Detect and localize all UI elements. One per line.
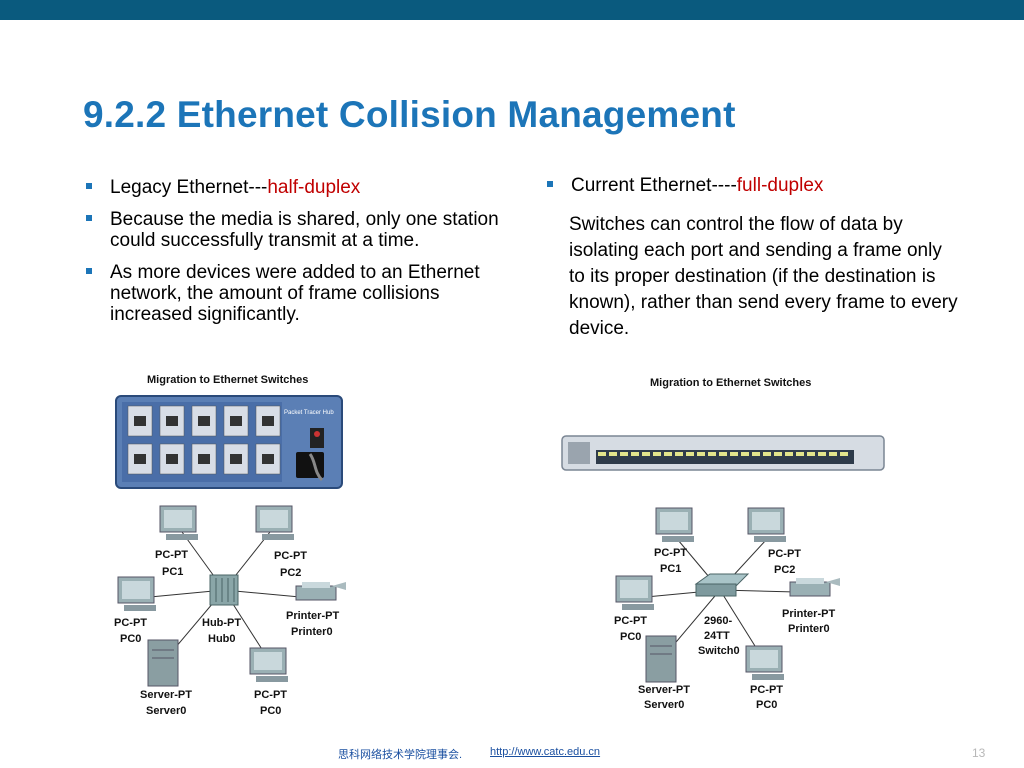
node-name-label: PC0 [620,631,641,643]
node-type-label: PC-PT [768,548,801,560]
bullet-more-devices: As more devices were added to an Etherne… [84,262,514,325]
node-type-label: PC-PT [274,550,307,562]
node-type-label: PC-PT [254,689,287,701]
bullet-square-icon [86,215,92,221]
center-name-label: Hub0 [208,633,236,645]
node-name-label: Printer0 [291,626,333,638]
bullet-current-ethernet: Current Ethernet----full-duplex [545,175,945,196]
node-name-label: Printer0 [788,623,830,635]
node-type-label: Server-PT [140,689,192,701]
footer-link[interactable]: http://www.catc.edu.cn [490,746,601,758]
pc-icon [249,647,288,682]
center-type-label: 2960- [704,615,732,627]
node-name-label: PC2 [280,567,301,579]
switch-topology-figure: PC-PT PC1 PC-PT PC2 PC-PT PC0 Printer-PT… [561,435,885,711]
switch-icon [694,573,750,597]
node-name-label: PC1 [660,563,681,575]
top-bar [0,0,1024,20]
node-type-label: Printer-PT [782,608,835,620]
center-type-label: Hub-PT [202,617,241,629]
center-name-label: Switch0 [698,645,740,657]
node-type-label: Printer-PT [286,610,339,622]
node-type-label: PC-PT [614,615,647,627]
node-type-label: Server-PT [638,684,690,696]
printer-icon [789,578,840,597]
server-icon [147,639,179,687]
pc-icon [117,576,156,611]
hub-device-image: Packet Tracer Hub [115,395,343,489]
node-name-label: Server0 [644,699,684,711]
node-type-label: PC-PT [750,684,783,696]
pc-icon [655,507,694,542]
switch-description: Switches can control the flow of data by… [569,214,958,339]
hub-topology-figure: Packet Tracer Hub PC-PT PC1 PC-PT PC2 [114,395,346,717]
printer-icon [295,582,346,601]
footer-organization: 思科网络技术学院理事会. [338,749,463,761]
switch-device-image [561,435,885,471]
node-type-label: PC-PT [155,549,188,561]
node-name-label: PC0 [120,633,141,645]
center-type-label-2: 24TT [704,630,730,642]
left-bullet-list: Legacy Ethernet---half-duplex Because th… [84,177,514,336]
bullet-shared-media: Because the media is shared, only one st… [84,209,514,251]
bullet-square-icon [86,183,92,189]
page-number: 13 [972,746,986,760]
node-type-label: PC-PT [654,547,687,559]
bullet-legacy-ethernet: Legacy Ethernet---half-duplex [84,177,514,198]
hub-device-label: Packet Tracer Hub [284,410,334,416]
left-figure-caption: Migration to Ethernet Switches [147,374,309,386]
node-name-label: PC0 [756,699,777,711]
right-bullet-list: Current Ethernet----full-duplex [545,175,945,207]
node-name-label: PC2 [774,564,795,576]
pc-icon [745,645,784,680]
node-name-label: PC1 [162,566,183,578]
node-type-label: PC-PT [114,617,147,629]
pc-icon [255,505,294,540]
right-figure-caption: Migration to Ethernet Switches [650,377,812,389]
hub-icon [209,574,239,606]
node-name-label: Server0 [146,705,186,717]
bullet-square-icon [547,181,553,187]
server-icon [645,635,677,683]
slide-title: 9.2.2 Ethernet Collision Management [83,94,736,135]
pc-icon [159,505,198,540]
bullet-square-icon [86,268,92,274]
pc-icon [747,507,786,542]
pc-icon [615,575,654,610]
node-name-label: PC0 [260,705,281,717]
